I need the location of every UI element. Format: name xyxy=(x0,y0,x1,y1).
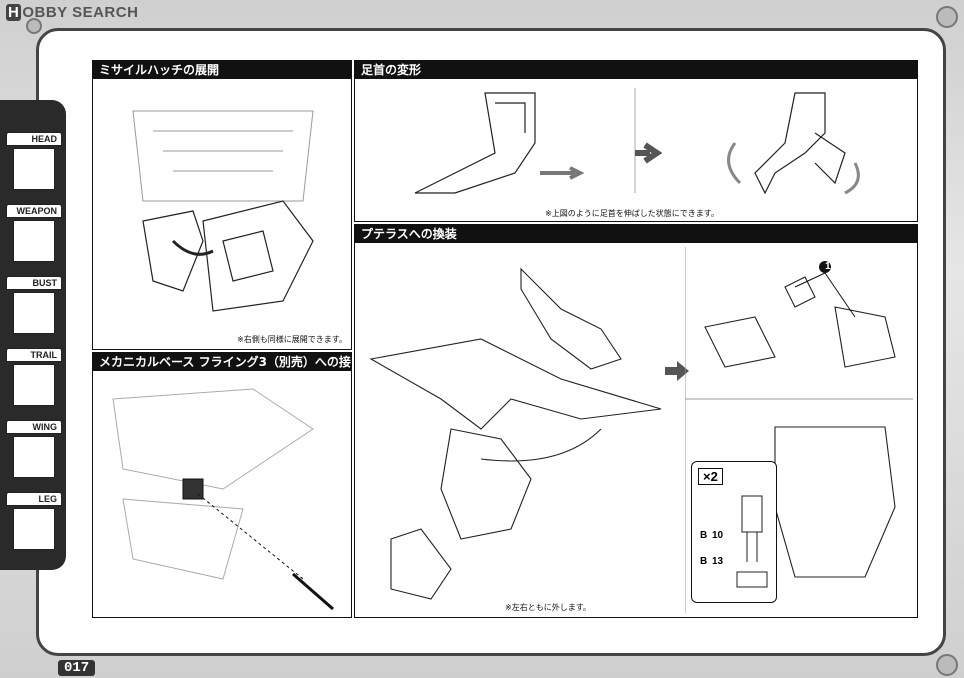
part-number: 10 xyxy=(712,530,724,541)
assembly-detail-illustration xyxy=(685,247,913,613)
missile-hatch-illustration xyxy=(132,110,314,312)
tab-trail[interactable]: TRAIL xyxy=(6,348,62,410)
tab-label: HEAD xyxy=(6,132,62,146)
corner-screw-icon xyxy=(26,18,42,34)
panel-title: メカニカルベース フライング3（別売）への接続 xyxy=(93,353,351,387)
trail-icon xyxy=(13,364,55,406)
weapon-icon xyxy=(13,220,55,262)
tab-head[interactable]: HEAD xyxy=(6,132,62,194)
tab-leg[interactable]: LEG xyxy=(6,492,62,554)
page-number: 017 xyxy=(58,660,96,676)
part-letter: B xyxy=(700,530,708,541)
tab-weapon[interactable]: WEAPON xyxy=(6,204,62,266)
panel-mechanical-base: メカニカルベース フライング3（別売）への接続 xyxy=(92,352,352,618)
tab-label: WING xyxy=(6,420,62,434)
panel-missile-hatch: ミサイルハッチの展開 ※右側も同様に展開できます。 xyxy=(92,60,352,350)
corner-screw-icon xyxy=(936,654,958,676)
section-sidebar: HEAD WEAPON BUST TRAIL WING LEG xyxy=(0,100,66,570)
wing-icon xyxy=(13,436,55,478)
bust-icon xyxy=(13,292,55,334)
pteras-swap-illustration xyxy=(369,267,662,600)
foot-transform-illustration xyxy=(414,88,860,195)
panel-caption: ※左右ともに外します。 xyxy=(505,603,591,612)
panel-title: ミサイルハッチの展開 xyxy=(93,61,351,79)
panel-caption: ※上図のように足首を伸ばした状態にできます。 xyxy=(545,209,719,218)
leg-icon xyxy=(13,508,55,550)
panel-foot-transform: 足首の変形 ※上図のように足首を伸ばした状態にできます。 xyxy=(354,60,918,222)
panel-caption: ※右側も同様に展開できます。 xyxy=(237,335,347,344)
tab-bust[interactable]: BUST xyxy=(6,276,62,338)
panel-title: 足首の変形 xyxy=(355,61,917,79)
part-number: 13 xyxy=(712,556,724,567)
callout-number: 1 xyxy=(825,261,831,272)
part-diagram xyxy=(736,495,768,588)
parts-callout-box: ×2 B 10 B 13 xyxy=(691,461,777,603)
tab-label: WEAPON xyxy=(6,204,62,218)
part-letter: B xyxy=(700,556,708,567)
corner-screw-icon xyxy=(936,6,958,28)
tab-label: BUST xyxy=(6,276,62,290)
tab-label: LEG xyxy=(6,492,62,506)
arrow-right-icon xyxy=(665,361,689,381)
mechanical-base-illustration xyxy=(112,388,334,611)
multiplier-badge: ×2 xyxy=(698,468,723,485)
panel-pteras-swap: プテラスへの換装 ※左右ともに外します。 1 ×2 B 10 B 13 xyxy=(354,224,918,618)
tab-wing[interactable]: WING xyxy=(6,420,62,482)
tab-label: TRAIL xyxy=(6,348,62,362)
panel-title: プテラスへの換装 xyxy=(355,225,917,243)
head-icon xyxy=(13,148,55,190)
